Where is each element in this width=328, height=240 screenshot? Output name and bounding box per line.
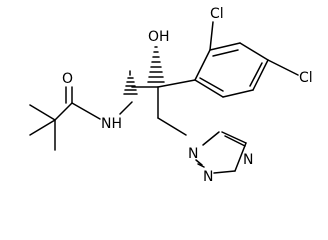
structure-diagram: O NH OH Cl Cl N N N — [29, 6, 313, 185]
amide-nh-label: NH — [101, 116, 122, 132]
chlorine-ortho-label: Cl — [210, 6, 224, 22]
triazole-ring — [195, 131, 247, 174]
hydroxyl-hash-wedge — [147, 46, 165, 83]
chlorine-bonds — [209, 21, 299, 76]
c-to-ring-bond — [157, 79, 196, 88]
triazole-n1-label: N — [188, 146, 198, 162]
dichlorophenyl-ring — [194, 42, 269, 98]
triazole-n2-label: N — [203, 169, 213, 185]
methyl-hash-wedge — [123, 70, 138, 95]
n-to-c-bond — [119, 101, 133, 115]
triazole-n4-label: N — [243, 152, 253, 168]
carbonyl-oxygen-label: O — [62, 71, 73, 87]
methylene-linker — [157, 86, 187, 136]
tert-butyl-group — [29, 102, 73, 151]
carbonyl-group — [65, 86, 101, 120]
chlorine-para-label: Cl — [299, 70, 313, 86]
hydroxyl-label: OH — [148, 29, 170, 45]
